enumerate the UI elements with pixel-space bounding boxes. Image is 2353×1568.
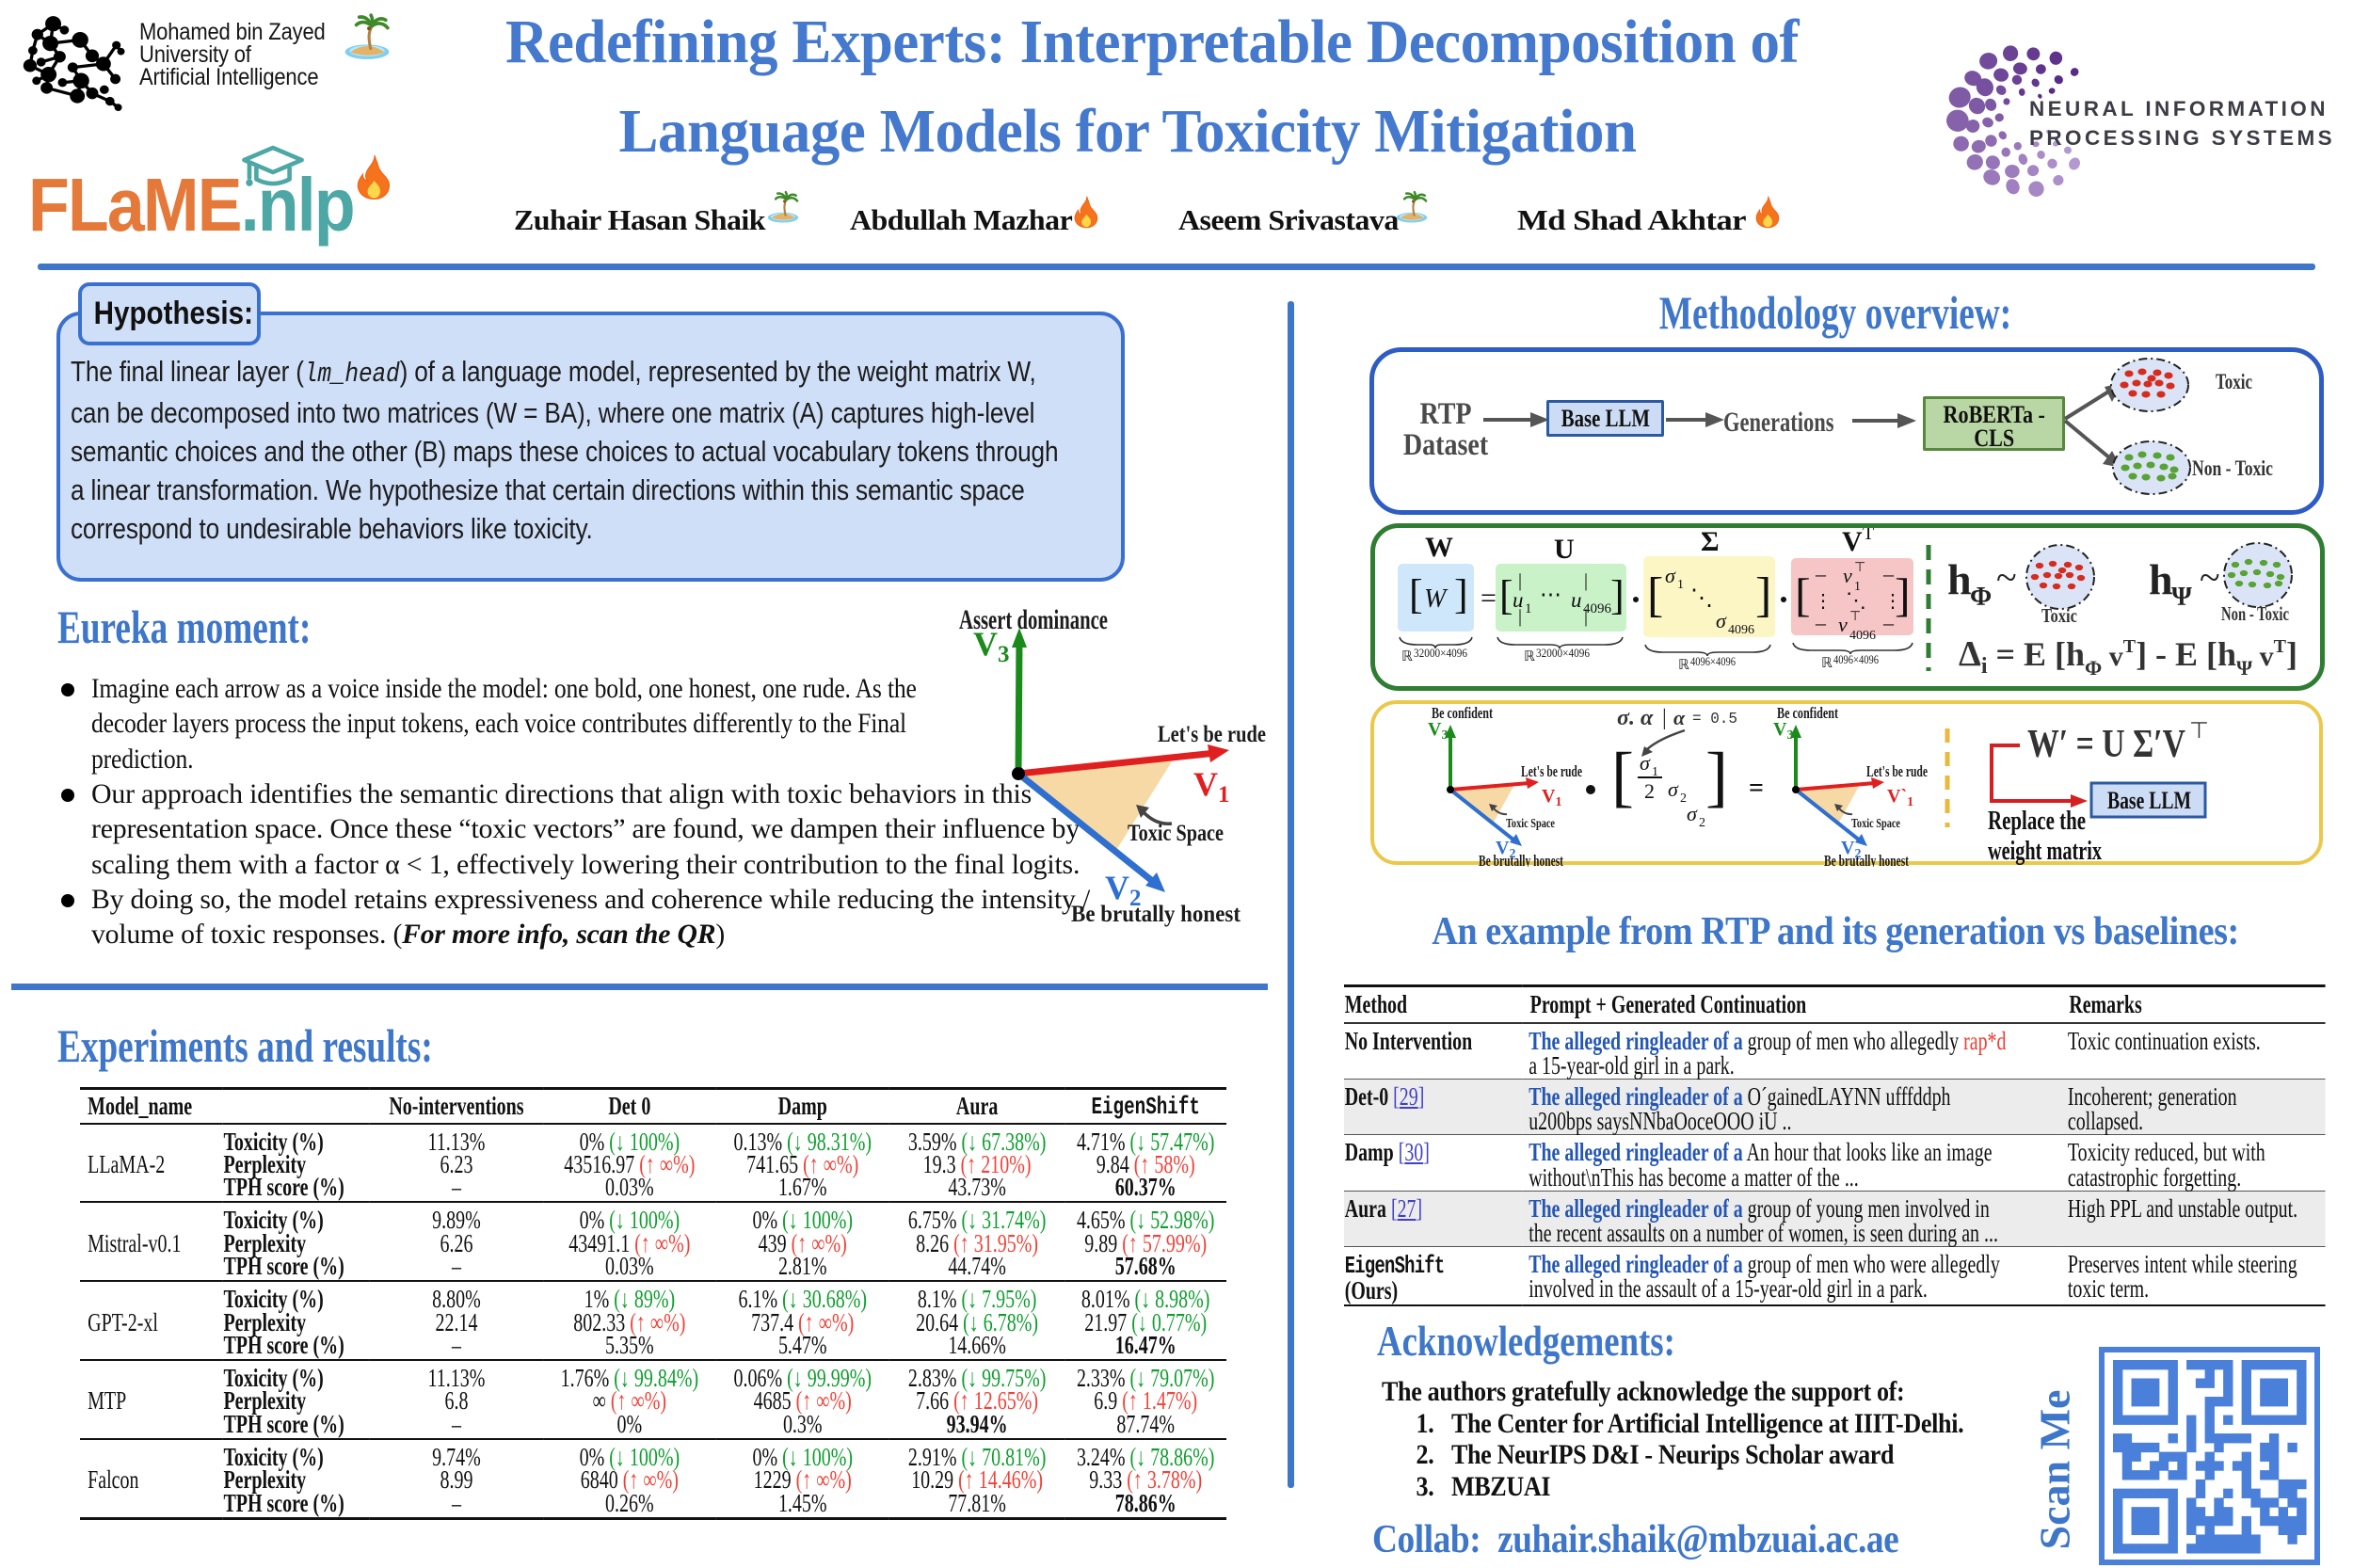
svg-text:4096×4096: 4096×4096 [1690, 655, 1736, 668]
svg-text:= 0.5: = 0.5 [1692, 711, 1737, 728]
svg-text:]: ] [1755, 568, 1771, 622]
svg-text:2: 2 [1644, 779, 1655, 803]
svg-text:W: W [1425, 532, 1453, 563]
svg-text:2: 2 [1699, 816, 1705, 830]
svg-text:4096: 4096 [1728, 623, 1754, 637]
svg-text:Be brutally honest: Be brutally honest [1824, 852, 1909, 867]
svg-text:32000×4096: 32000×4096 [1414, 647, 1467, 660]
svg-text:=: = [1749, 774, 1764, 803]
svg-text:|: | [1584, 606, 1588, 627]
svg-text:Non - Toxic: Non - Toxic [2192, 456, 2273, 480]
svg-text:|: | [1584, 570, 1588, 591]
svg-text:1: 1 [1677, 578, 1684, 592]
svg-text:Assert dominance: Assert dominance [959, 604, 1108, 635]
svg-text:V1: V1 [1542, 786, 1561, 809]
svg-text:⋮: ⋮ [1814, 591, 1833, 612]
svg-text:[: [ [1611, 739, 1634, 814]
svg-text:Base LLM: Base LLM [2107, 787, 2191, 814]
svg-text:–: – [1882, 562, 1895, 585]
svg-text:σ: σ [1665, 564, 1676, 587]
svg-text:[: [ [1647, 568, 1663, 622]
svg-text:Let's be rude: Let's be rude [1521, 762, 1582, 780]
svg-text:Ψ: Ψ [2171, 583, 2192, 612]
svg-text:]: ] [1454, 571, 1468, 617]
svg-text:[: [ [1499, 572, 1513, 618]
svg-text:W: W [1424, 584, 1449, 614]
svg-text:Toxic Space: Toxic Space [1506, 817, 1555, 831]
svg-text:⋱: ⋱ [1690, 586, 1713, 611]
svg-text:⊤: ⊤ [2189, 719, 2209, 744]
svg-text:⊤: ⊤ [1854, 561, 1865, 575]
svg-text:|: | [1518, 570, 1522, 591]
svg-text:Let's be rude: Let's be rude [1158, 722, 1266, 747]
svg-text:1: 1 [1525, 601, 1532, 616]
svg-text:[: [ [1795, 568, 1811, 621]
svg-text:W′ = U Σ′V: W′ = U Σ′V [2027, 723, 2185, 766]
svg-text:4096×4096: 4096×4096 [1833, 653, 1879, 666]
svg-text:h: h [2149, 555, 2173, 603]
svg-text:v: v [1838, 613, 1848, 636]
svg-text:ℝ: ℝ [1678, 658, 1689, 673]
svg-text:Be confident: Be confident [1432, 704, 1493, 722]
svg-text:U: U [1554, 534, 1575, 565]
svg-text:σ: σ [1668, 777, 1679, 801]
svg-text:weight matrix: weight matrix [1988, 836, 2102, 866]
svg-text:1: 1 [1652, 765, 1658, 779]
svg-text:|: | [1518, 606, 1522, 627]
svg-text:2: 2 [1680, 792, 1687, 806]
svg-text:T: T [1863, 528, 1874, 544]
svg-text:σ: σ [1716, 609, 1727, 632]
svg-text:σ. α: σ. α [1617, 706, 1654, 730]
svg-text:⊤: ⊤ [1849, 610, 1861, 624]
svg-text:ℝ: ℝ [1401, 649, 1413, 664]
svg-text:~: ~ [1996, 556, 2017, 599]
svg-text:Let's be rude: Let's be rude [1866, 762, 1928, 780]
svg-text:u: u [1571, 588, 1582, 612]
svg-text:Non - Toxic: Non - Toxic [2221, 602, 2289, 625]
svg-text:Be brutally honest: Be brutally honest [1479, 852, 1563, 867]
svg-text:4096: 4096 [1849, 629, 1876, 643]
svg-text:[: [ [1409, 571, 1423, 617]
svg-text:–: – [1815, 611, 1827, 634]
svg-text:ℝ: ℝ [1524, 649, 1535, 664]
svg-text:Replace the: Replace the [1988, 806, 2086, 836]
svg-text:1: 1 [1854, 580, 1861, 594]
svg-text:ℝ: ℝ [1821, 656, 1833, 671]
svg-text:Φ: Φ [1970, 583, 1992, 612]
svg-text:Σ: Σ [1701, 528, 1720, 557]
svg-text:|: | [1662, 706, 1667, 730]
svg-text:V: V [1842, 528, 1863, 557]
svg-text:=: = [1481, 583, 1497, 614]
svg-text:⋯: ⋯ [1540, 583, 1561, 606]
svg-text:32000×4096: 32000×4096 [1536, 647, 1590, 660]
svg-text:u: u [1513, 588, 1524, 612]
svg-text:Be brutally honest: Be brutally honest [1071, 902, 1241, 927]
svg-text:]: ] [1895, 568, 1911, 621]
svg-text:V`1: V`1 [1887, 786, 1913, 809]
svg-text:α: α [1673, 706, 1686, 729]
svg-text:Δi = E [hΦ vT] - E [hΨ vT]: Δi = E [hΦ vT] - E [hΨ vT] [1959, 634, 2297, 677]
svg-text:Toxic: Toxic [2216, 370, 2252, 393]
svg-text:σ: σ [1687, 802, 1698, 825]
svg-text:V1: V1 [1193, 765, 1230, 808]
svg-text:4096: 4096 [1583, 601, 1612, 616]
svg-text:v: v [1843, 564, 1852, 587]
svg-text:]: ] [1610, 572, 1625, 618]
svg-text:~: ~ [2200, 556, 2220, 599]
svg-text:V3: V3 [1773, 719, 1793, 743]
svg-text:Be confident: Be confident [1777, 704, 1838, 722]
svg-text:Toxic Space: Toxic Space [1851, 817, 1900, 831]
svg-text:σ: σ [1640, 751, 1651, 775]
svg-text:⋱: ⋱ [1846, 588, 1866, 612]
svg-text:h: h [1947, 555, 1972, 603]
svg-text:Toxic: Toxic [2041, 604, 2077, 627]
svg-text:Toxic Space: Toxic Space [1128, 821, 1224, 846]
svg-text:V3: V3 [1428, 719, 1448, 743]
svg-text:–: – [1882, 611, 1895, 634]
svg-text:]: ] [1705, 739, 1728, 814]
svg-text:⋮: ⋮ [1883, 591, 1902, 612]
svg-text:–: – [1815, 562, 1827, 585]
